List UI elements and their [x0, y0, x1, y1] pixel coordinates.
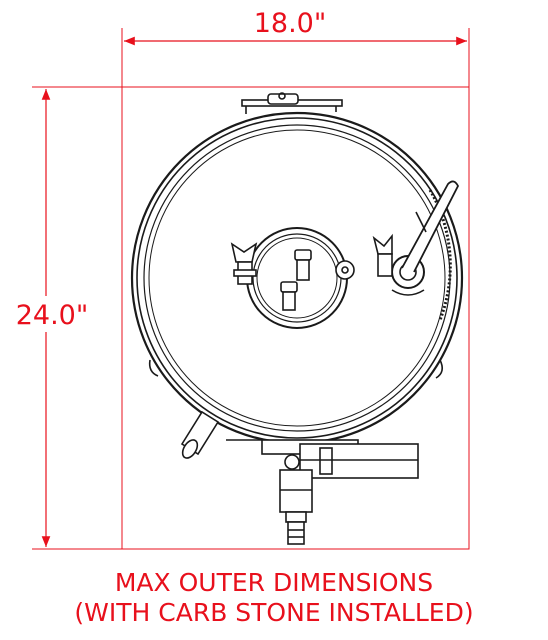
right-foot — [435, 359, 444, 379]
height-dimension-label: 24.0" — [16, 300, 89, 331]
keg-lid-linework — [130, 92, 464, 545]
outer-rim-inner-ring — [136, 117, 458, 439]
center-tri-clamp-port — [230, 227, 355, 329]
lid-ring — [143, 124, 451, 432]
left-foot — [148, 359, 159, 377]
lid-inner-ring — [148, 129, 446, 427]
caption-line-1: MAX OUTER DIMENSIONS — [114, 568, 434, 597]
width-dimension-label: 18.0" — [254, 8, 327, 39]
carb-stone-assembly — [226, 439, 419, 545]
max-outer-bounding-box — [121, 86, 470, 550]
top-hinge-latch — [241, 92, 343, 114]
caption-line-2: (WITH CARB STONE INSTALLED) — [74, 598, 474, 627]
side-tri-clamp-lever — [372, 180, 460, 296]
bottom-left-fitting — [180, 410, 220, 459]
